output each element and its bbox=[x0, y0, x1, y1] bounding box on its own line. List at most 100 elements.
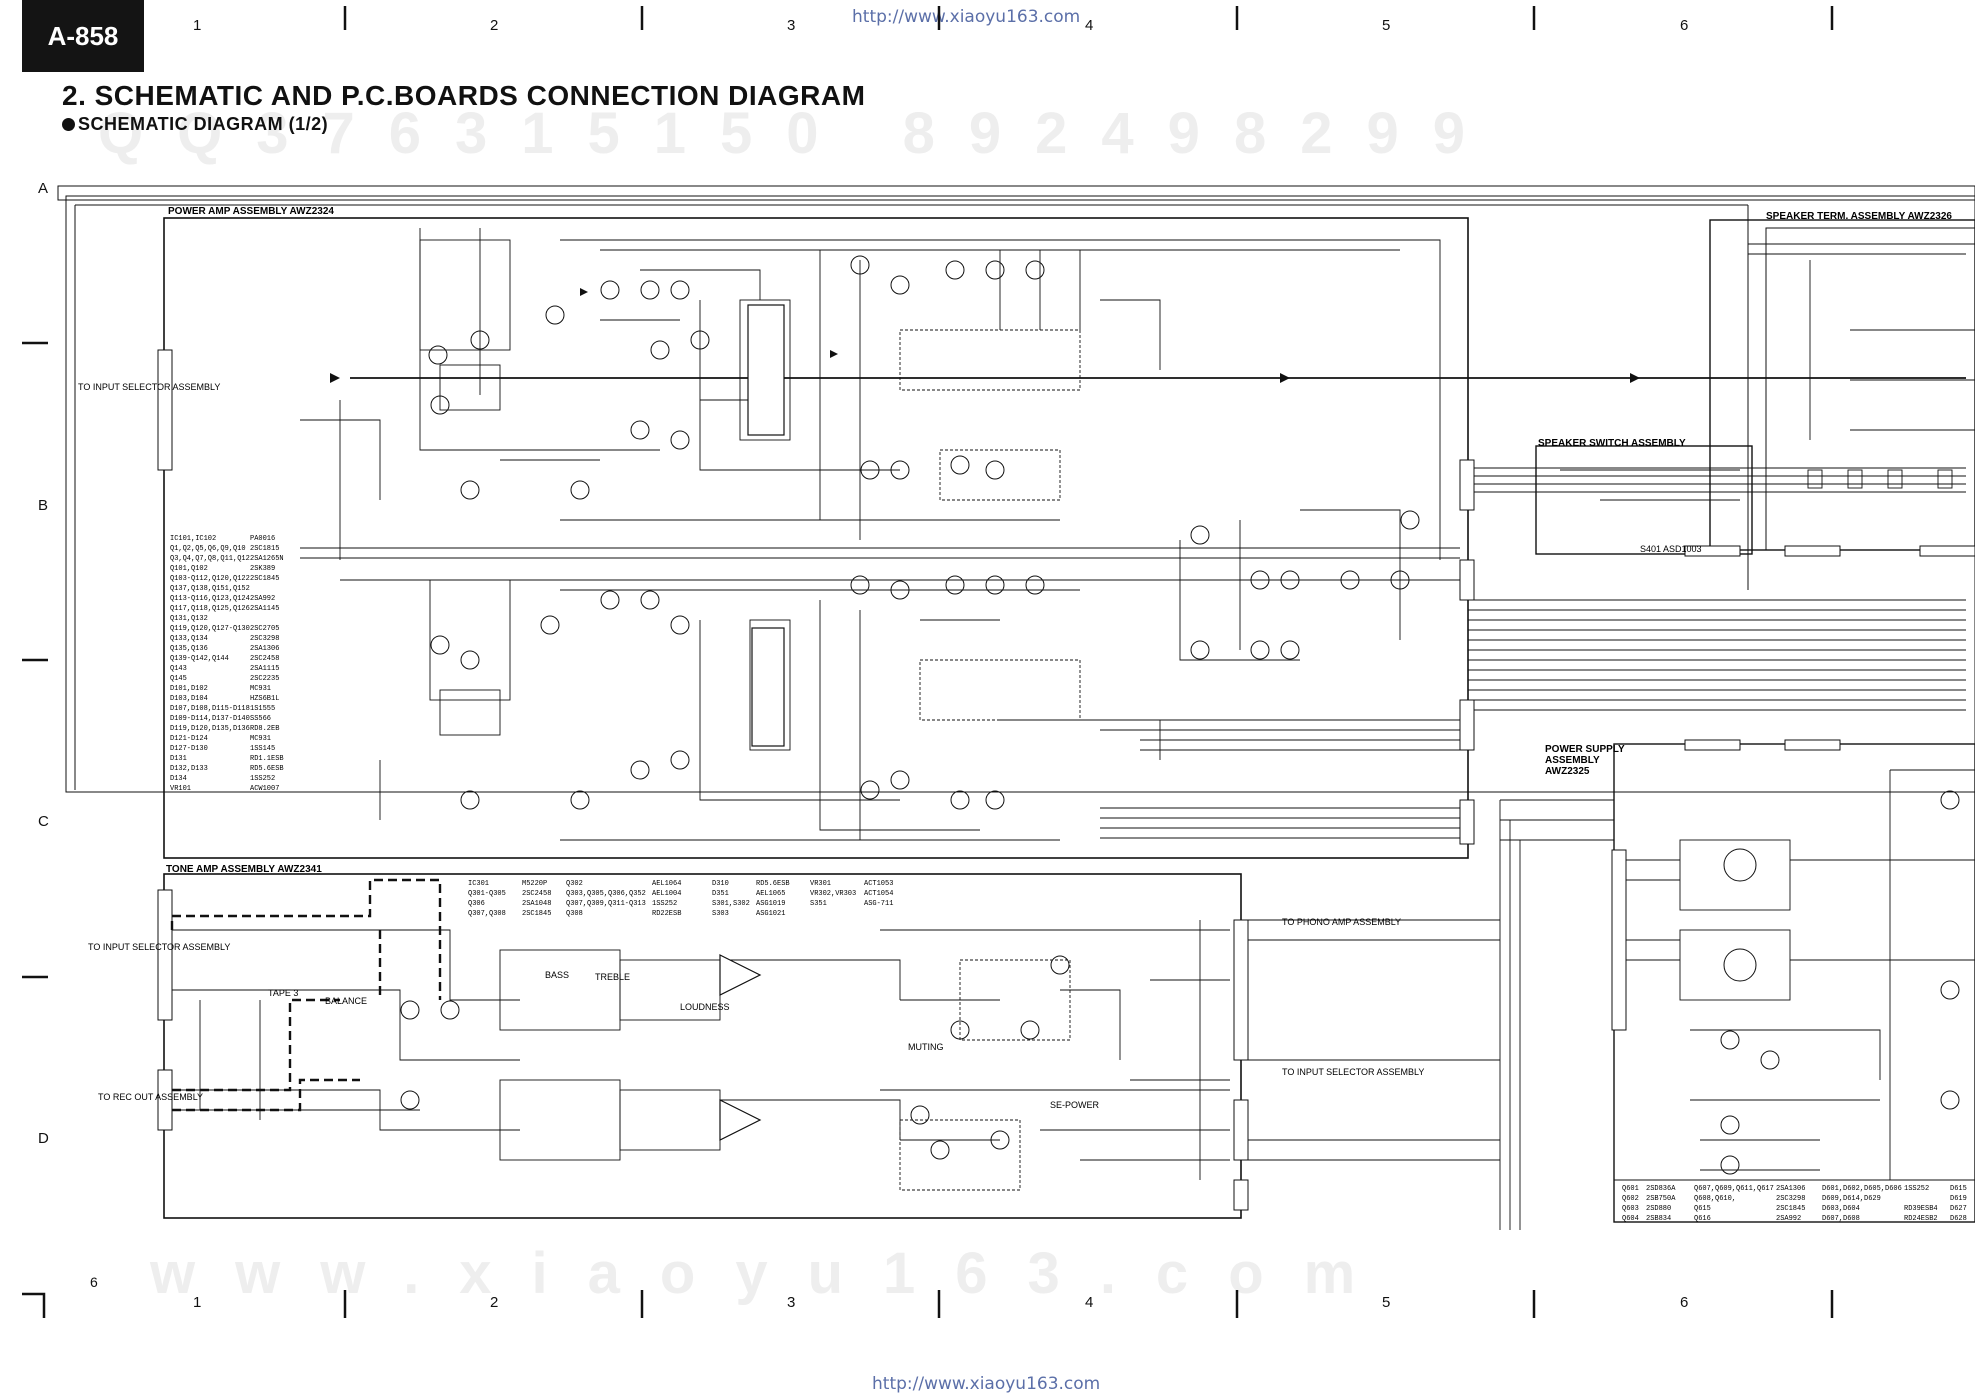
part-value: MC931 bbox=[250, 685, 271, 693]
part-value: 2SC2235 bbox=[250, 675, 279, 683]
watermark-bottom: www.xiaoyu163.com bbox=[150, 1241, 1396, 1306]
power-amp-label: POWER AMP ASSEMBLY AWZ2324 bbox=[168, 206, 334, 217]
part-ref: VR101 bbox=[170, 785, 191, 793]
part-value: 2SA1145 bbox=[250, 605, 279, 613]
part-value: 2SC1845 bbox=[250, 575, 279, 583]
connectors bbox=[157, 349, 1975, 1211]
part-value: HZS6B1L bbox=[250, 695, 279, 703]
part-ref: IC101,IC102 bbox=[170, 535, 216, 543]
part-ref: Q602 bbox=[1622, 1195, 1639, 1203]
part-value: 2SC1845 bbox=[522, 910, 551, 918]
part-ref: Q301-Q305 bbox=[468, 890, 506, 898]
ruler-top bbox=[343, 6, 1834, 30]
part-ref: Q615 bbox=[1694, 1205, 1711, 1213]
part-ref: D628 bbox=[1950, 1215, 1967, 1223]
part-ref: Q143 bbox=[170, 665, 187, 673]
speaker-switch-box bbox=[1535, 445, 1753, 555]
part-ref: D351 bbox=[712, 890, 729, 898]
part-ref: D310 bbox=[712, 880, 729, 888]
part-value: 1SS252 bbox=[652, 900, 677, 908]
row-c: C bbox=[38, 813, 49, 830]
part-ref: D601,D602,D605,D606 bbox=[1822, 1185, 1902, 1193]
url-bottom[interactable]: http://www.xiaoyu163.com bbox=[872, 1374, 1101, 1394]
part-value: 2SB750A bbox=[1646, 1195, 1676, 1203]
part-ref: Q119,Q120,Q127-Q130 bbox=[170, 625, 250, 633]
part-ref: S301,S302 bbox=[712, 900, 750, 908]
part-value: 2SA1306 bbox=[250, 645, 279, 653]
ruler-left bbox=[22, 341, 48, 979]
part-ref: D627 bbox=[1950, 1205, 1967, 1213]
part-value: AEL1064 bbox=[652, 880, 681, 888]
part-value: MC931 bbox=[250, 735, 271, 743]
speaker-switch-label: SPEAKER SWITCH ASSEMBLY bbox=[1538, 438, 1686, 449]
treble-label: TREBLE bbox=[595, 972, 630, 982]
part-value: AEL1065 bbox=[756, 890, 785, 898]
part-value: 2SA1115 bbox=[250, 665, 279, 673]
col-top-5: 5 bbox=[1382, 17, 1391, 34]
part-value: SS566 bbox=[250, 715, 271, 723]
part-value: RD5.6ESB bbox=[756, 880, 790, 888]
part-ref: D131 bbox=[170, 755, 187, 763]
part-ref: Q607,Q609,Q611,Q617 bbox=[1694, 1185, 1774, 1193]
part-value: AEL1004 bbox=[652, 890, 681, 898]
part-value: ASG-711 bbox=[864, 900, 893, 908]
part-value: ACT1054 bbox=[864, 890, 893, 898]
subtitle-text: SCHEMATIC DIAGRAM (1/2) bbox=[78, 114, 329, 134]
tone-amp-wiring bbox=[172, 920, 1230, 1191]
col-top-4: 4 bbox=[1085, 17, 1094, 34]
power-supply-label-2: ASSEMBLY bbox=[1545, 755, 1600, 766]
col-bottom-3: 3 bbox=[787, 1294, 796, 1311]
muting-label: MUTING bbox=[908, 1042, 944, 1052]
part-value: ACW1007 bbox=[250, 785, 279, 793]
part-ref: Q137,Q138,Q151,Q152 bbox=[170, 585, 250, 593]
power-supply-label-1: POWER SUPPLY bbox=[1545, 744, 1625, 755]
part-value: 2SA1265N bbox=[250, 555, 284, 563]
signal-arrows bbox=[330, 288, 1640, 383]
speaker-term-inner bbox=[1765, 227, 1975, 551]
part-ref: D109-D114,D137-D140 bbox=[170, 715, 250, 723]
part-ref: Q133,Q134 bbox=[170, 635, 208, 643]
speaker-term-box bbox=[1709, 219, 1975, 551]
bullet-icon bbox=[62, 118, 75, 131]
part-value: RD24ESB2 bbox=[1904, 1215, 1938, 1223]
power-amp-lower-wiring bbox=[340, 509, 1460, 841]
to-input-selector-right-label: TO INPUT SELECTOR ASSEMBLY bbox=[1282, 1067, 1424, 1077]
part-value: 2SA1306 bbox=[1776, 1185, 1805, 1193]
page-number: 6 bbox=[90, 1274, 98, 1290]
part-ref: Q608,Q610, bbox=[1694, 1195, 1736, 1203]
part-value: ACT1053 bbox=[864, 880, 893, 888]
part-ref: S351 bbox=[810, 900, 827, 908]
part-ref: D119,D120,D135,D136 bbox=[170, 725, 250, 733]
speaker-switch-part-label: S401 ASD1003 bbox=[1640, 544, 1702, 554]
part-ref: D609,D614,D629 bbox=[1822, 1195, 1881, 1203]
power-amp-box bbox=[163, 217, 1469, 859]
page-tag: A-858 bbox=[22, 0, 144, 72]
col-bottom-4: 4 bbox=[1085, 1294, 1094, 1311]
part-ref: D121-D124 bbox=[170, 735, 208, 743]
part-value: M5220P bbox=[522, 880, 547, 888]
part-ref: D107,D108,D115-D118 bbox=[170, 705, 250, 713]
col-top-1: 1 bbox=[193, 17, 202, 34]
page-subtitle: SCHEMATIC DIAGRAM (1/2) bbox=[62, 114, 328, 135]
part-value: RD22ESB bbox=[652, 910, 681, 918]
ruler-bottom bbox=[22, 1290, 1834, 1318]
part-value: 1S1555 bbox=[250, 705, 275, 713]
part-ref: D132,D133 bbox=[170, 765, 208, 773]
part-ref: Q302 bbox=[566, 880, 583, 888]
watermark-top: QQ376315150 892498299 bbox=[98, 101, 1499, 166]
col-top-6: 6 bbox=[1680, 17, 1689, 34]
row-b: B bbox=[38, 497, 49, 514]
part-value: 2SK389 bbox=[250, 565, 275, 573]
part-value: ASG1019 bbox=[756, 900, 785, 908]
bus-frame bbox=[57, 185, 1975, 793]
part-ref: D607,D608 bbox=[1822, 1215, 1860, 1223]
col-bottom-5: 5 bbox=[1382, 1294, 1391, 1311]
part-value: RD39ESB4 bbox=[1904, 1205, 1938, 1213]
url-top[interactable]: http://www.xiaoyu163.com bbox=[852, 7, 1081, 27]
part-ref: D619 bbox=[1950, 1195, 1967, 1203]
part-value: 2SC1815 bbox=[250, 545, 279, 553]
part-value: 1SS145 bbox=[250, 745, 275, 753]
row-d: D bbox=[38, 1130, 49, 1147]
